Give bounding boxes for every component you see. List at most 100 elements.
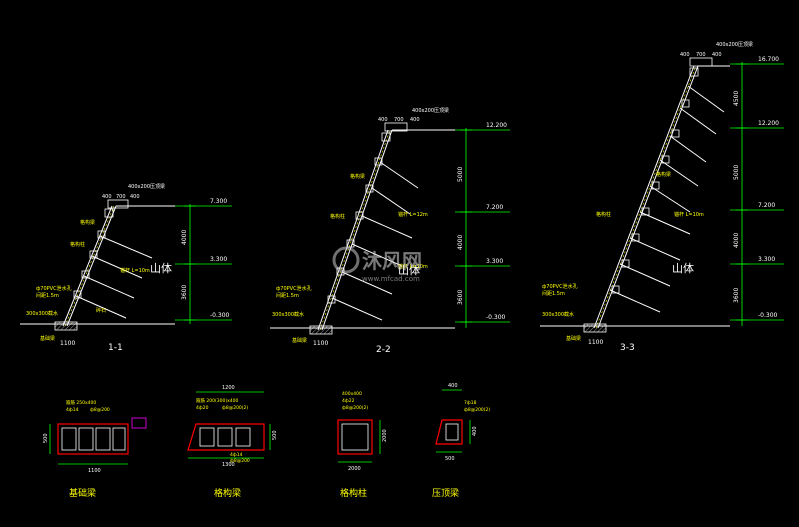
svg-text:7.200: 7.200 bbox=[758, 202, 775, 209]
svg-text:1100: 1100 bbox=[313, 340, 328, 347]
svg-text:锚杆 L=12m: 锚杆 L=12m bbox=[398, 211, 428, 218]
svg-text:700: 700 bbox=[116, 194, 126, 200]
foundation-beam bbox=[54, 321, 78, 331]
top-beam-label: 400x200压顶梁 bbox=[128, 183, 165, 190]
svg-text:1100: 1100 bbox=[588, 339, 603, 346]
dimension-column bbox=[455, 128, 510, 328]
dimension-labels: 4000 3600 1100 bbox=[60, 230, 188, 347]
marker-box bbox=[131, 417, 147, 429]
slope-wall bbox=[593, 65, 699, 329]
svg-text:1300: 1300 bbox=[222, 462, 235, 468]
svg-text:锚杆 L=10m: 锚杆 L=10m bbox=[120, 267, 150, 274]
svg-text:12.200: 12.200 bbox=[486, 122, 507, 129]
dim-foundation: 1100 bbox=[60, 340, 75, 347]
svg-text:ф8@200: ф8@200 bbox=[230, 458, 250, 464]
section-3-3: 16.700 12.200 7.200 3.300 -0.300 4500 50… bbox=[540, 41, 784, 353]
svg-text:400: 400 bbox=[102, 194, 112, 200]
top-beam-label: 400x200压顶梁 bbox=[412, 107, 449, 114]
detail-lattice-beam: 1200 1300 500 箍筋 200(300)x400 4ф20 ф8@20… bbox=[187, 385, 278, 499]
svg-text:4000: 4000 bbox=[457, 235, 464, 250]
dimension-column bbox=[175, 204, 232, 324]
svg-text:ф8@200(2): ф8@200(2) bbox=[342, 405, 368, 411]
svg-text:300x300截水: 300x300截水 bbox=[542, 311, 574, 318]
top-dim-labels: 400 700 400 bbox=[680, 52, 722, 58]
svg-text:间距1.5m: 间距1.5m bbox=[542, 290, 565, 297]
svg-text:ф70PVC泄水孔: ф70PVC泄水孔 bbox=[542, 283, 578, 290]
anchor-rods bbox=[609, 85, 725, 313]
svg-text:400: 400 bbox=[378, 117, 388, 123]
foundation-beam bbox=[309, 325, 333, 335]
svg-text:500: 500 bbox=[272, 430, 278, 440]
svg-text:碎石: 碎石 bbox=[96, 307, 106, 314]
svg-text:3.300: 3.300 bbox=[486, 258, 503, 265]
dimension-column bbox=[730, 62, 784, 326]
svg-text:3600: 3600 bbox=[733, 288, 740, 303]
svg-text:16.700: 16.700 bbox=[758, 56, 779, 63]
detail-lattice-column: 2000 2000 400x400 4ф22 ф8@200(2) 格构柱 bbox=[337, 391, 388, 499]
dim-lower: 3600 bbox=[181, 285, 188, 300]
top-beam bbox=[384, 122, 408, 132]
elevation-labels: 16.700 12.200 7.200 3.300 -0.300 bbox=[758, 56, 779, 319]
svg-text:锚杆 L=10m: 锚杆 L=10m bbox=[398, 263, 428, 270]
section-label: 1-1 bbox=[108, 343, 123, 353]
top-dim-labels: 400 700 400 bbox=[378, 117, 420, 123]
detail-title: 格构梁 bbox=[214, 487, 241, 499]
svg-text:3600: 3600 bbox=[457, 290, 464, 305]
svg-text:2000: 2000 bbox=[382, 429, 388, 442]
callout-notes: 格构梁 格构柱 锚杆 L=12m 锚杆 L=10m ф70PVC泄水孔 间距1.… bbox=[272, 173, 428, 344]
top-dim-labels: 400 700 400 bbox=[102, 194, 140, 200]
svg-text:格构柱: 格构柱 bbox=[596, 211, 611, 218]
svg-text:ф8@200(2): ф8@200(2) bbox=[222, 405, 248, 411]
elevation-mid: 3.300 bbox=[210, 256, 227, 263]
svg-text:间距1.5m: 间距1.5m bbox=[36, 292, 59, 299]
anchor-rods bbox=[331, 161, 419, 321]
svg-text:5000: 5000 bbox=[733, 165, 740, 180]
svg-text:400: 400 bbox=[472, 426, 478, 436]
svg-text:箍筋 200(300)x400: 箍筋 200(300)x400 bbox=[196, 397, 239, 404]
svg-text:12.200: 12.200 bbox=[758, 120, 779, 127]
mountain-label: 山体 bbox=[398, 263, 420, 277]
lattice-nodes bbox=[73, 208, 114, 299]
svg-text:400: 400 bbox=[712, 52, 722, 58]
top-beam bbox=[689, 57, 713, 67]
svg-text:5000: 5000 bbox=[457, 167, 464, 182]
svg-text:400: 400 bbox=[130, 194, 140, 200]
watermark-logo-icon bbox=[332, 246, 360, 274]
svg-text:300x300截水: 300x300截水 bbox=[26, 310, 58, 317]
svg-text:-0.300: -0.300 bbox=[758, 312, 778, 319]
svg-text:700: 700 bbox=[696, 52, 706, 58]
mountain-label: 山体 bbox=[150, 261, 172, 275]
beam-outline bbox=[57, 423, 129, 455]
dimension-labels: 5000 4000 3600 1100 bbox=[313, 167, 464, 347]
svg-text:4ф20: 4ф20 bbox=[196, 405, 209, 411]
svg-text:400: 400 bbox=[410, 117, 420, 123]
section-label: 3-3 bbox=[620, 343, 635, 353]
svg-text:ф70PVC泄水孔: ф70PVC泄水孔 bbox=[36, 285, 72, 292]
svg-text:格构柱: 格构柱 bbox=[330, 213, 345, 220]
beam-outline bbox=[435, 419, 463, 445]
detail-title: 格构柱 bbox=[340, 487, 367, 499]
svg-text:400: 400 bbox=[680, 52, 690, 58]
svg-text:ф8@200: ф8@200 bbox=[90, 407, 110, 413]
svg-text:500: 500 bbox=[43, 433, 49, 443]
svg-text:间距1.5m: 间距1.5m bbox=[276, 292, 299, 299]
detail-title: 压顶梁 bbox=[432, 487, 459, 499]
anchor-rods bbox=[75, 235, 153, 319]
svg-text:基础梁: 基础梁 bbox=[292, 337, 307, 344]
slope-wall bbox=[62, 205, 117, 327]
foundation-beam bbox=[583, 323, 607, 333]
svg-text:基础梁: 基础梁 bbox=[40, 335, 55, 342]
top-beam bbox=[107, 199, 129, 209]
elevation-labels: 7.300 3.300 -0.300 bbox=[210, 198, 230, 319]
svg-text:2000: 2000 bbox=[348, 466, 361, 472]
svg-text:1100: 1100 bbox=[88, 468, 101, 474]
svg-text:箍筋 250x400: 箍筋 250x400 bbox=[66, 399, 96, 406]
svg-text:锚杆 L=10m: 锚杆 L=10m bbox=[674, 211, 704, 218]
watermark-brand: 沐风网 bbox=[362, 249, 422, 273]
svg-text:500: 500 bbox=[445, 456, 455, 462]
top-beam-label: 400x200压顶梁 bbox=[716, 41, 753, 48]
svg-text:1200: 1200 bbox=[222, 385, 235, 391]
svg-text:-0.300: -0.300 bbox=[486, 314, 506, 321]
svg-text:400: 400 bbox=[448, 383, 458, 389]
